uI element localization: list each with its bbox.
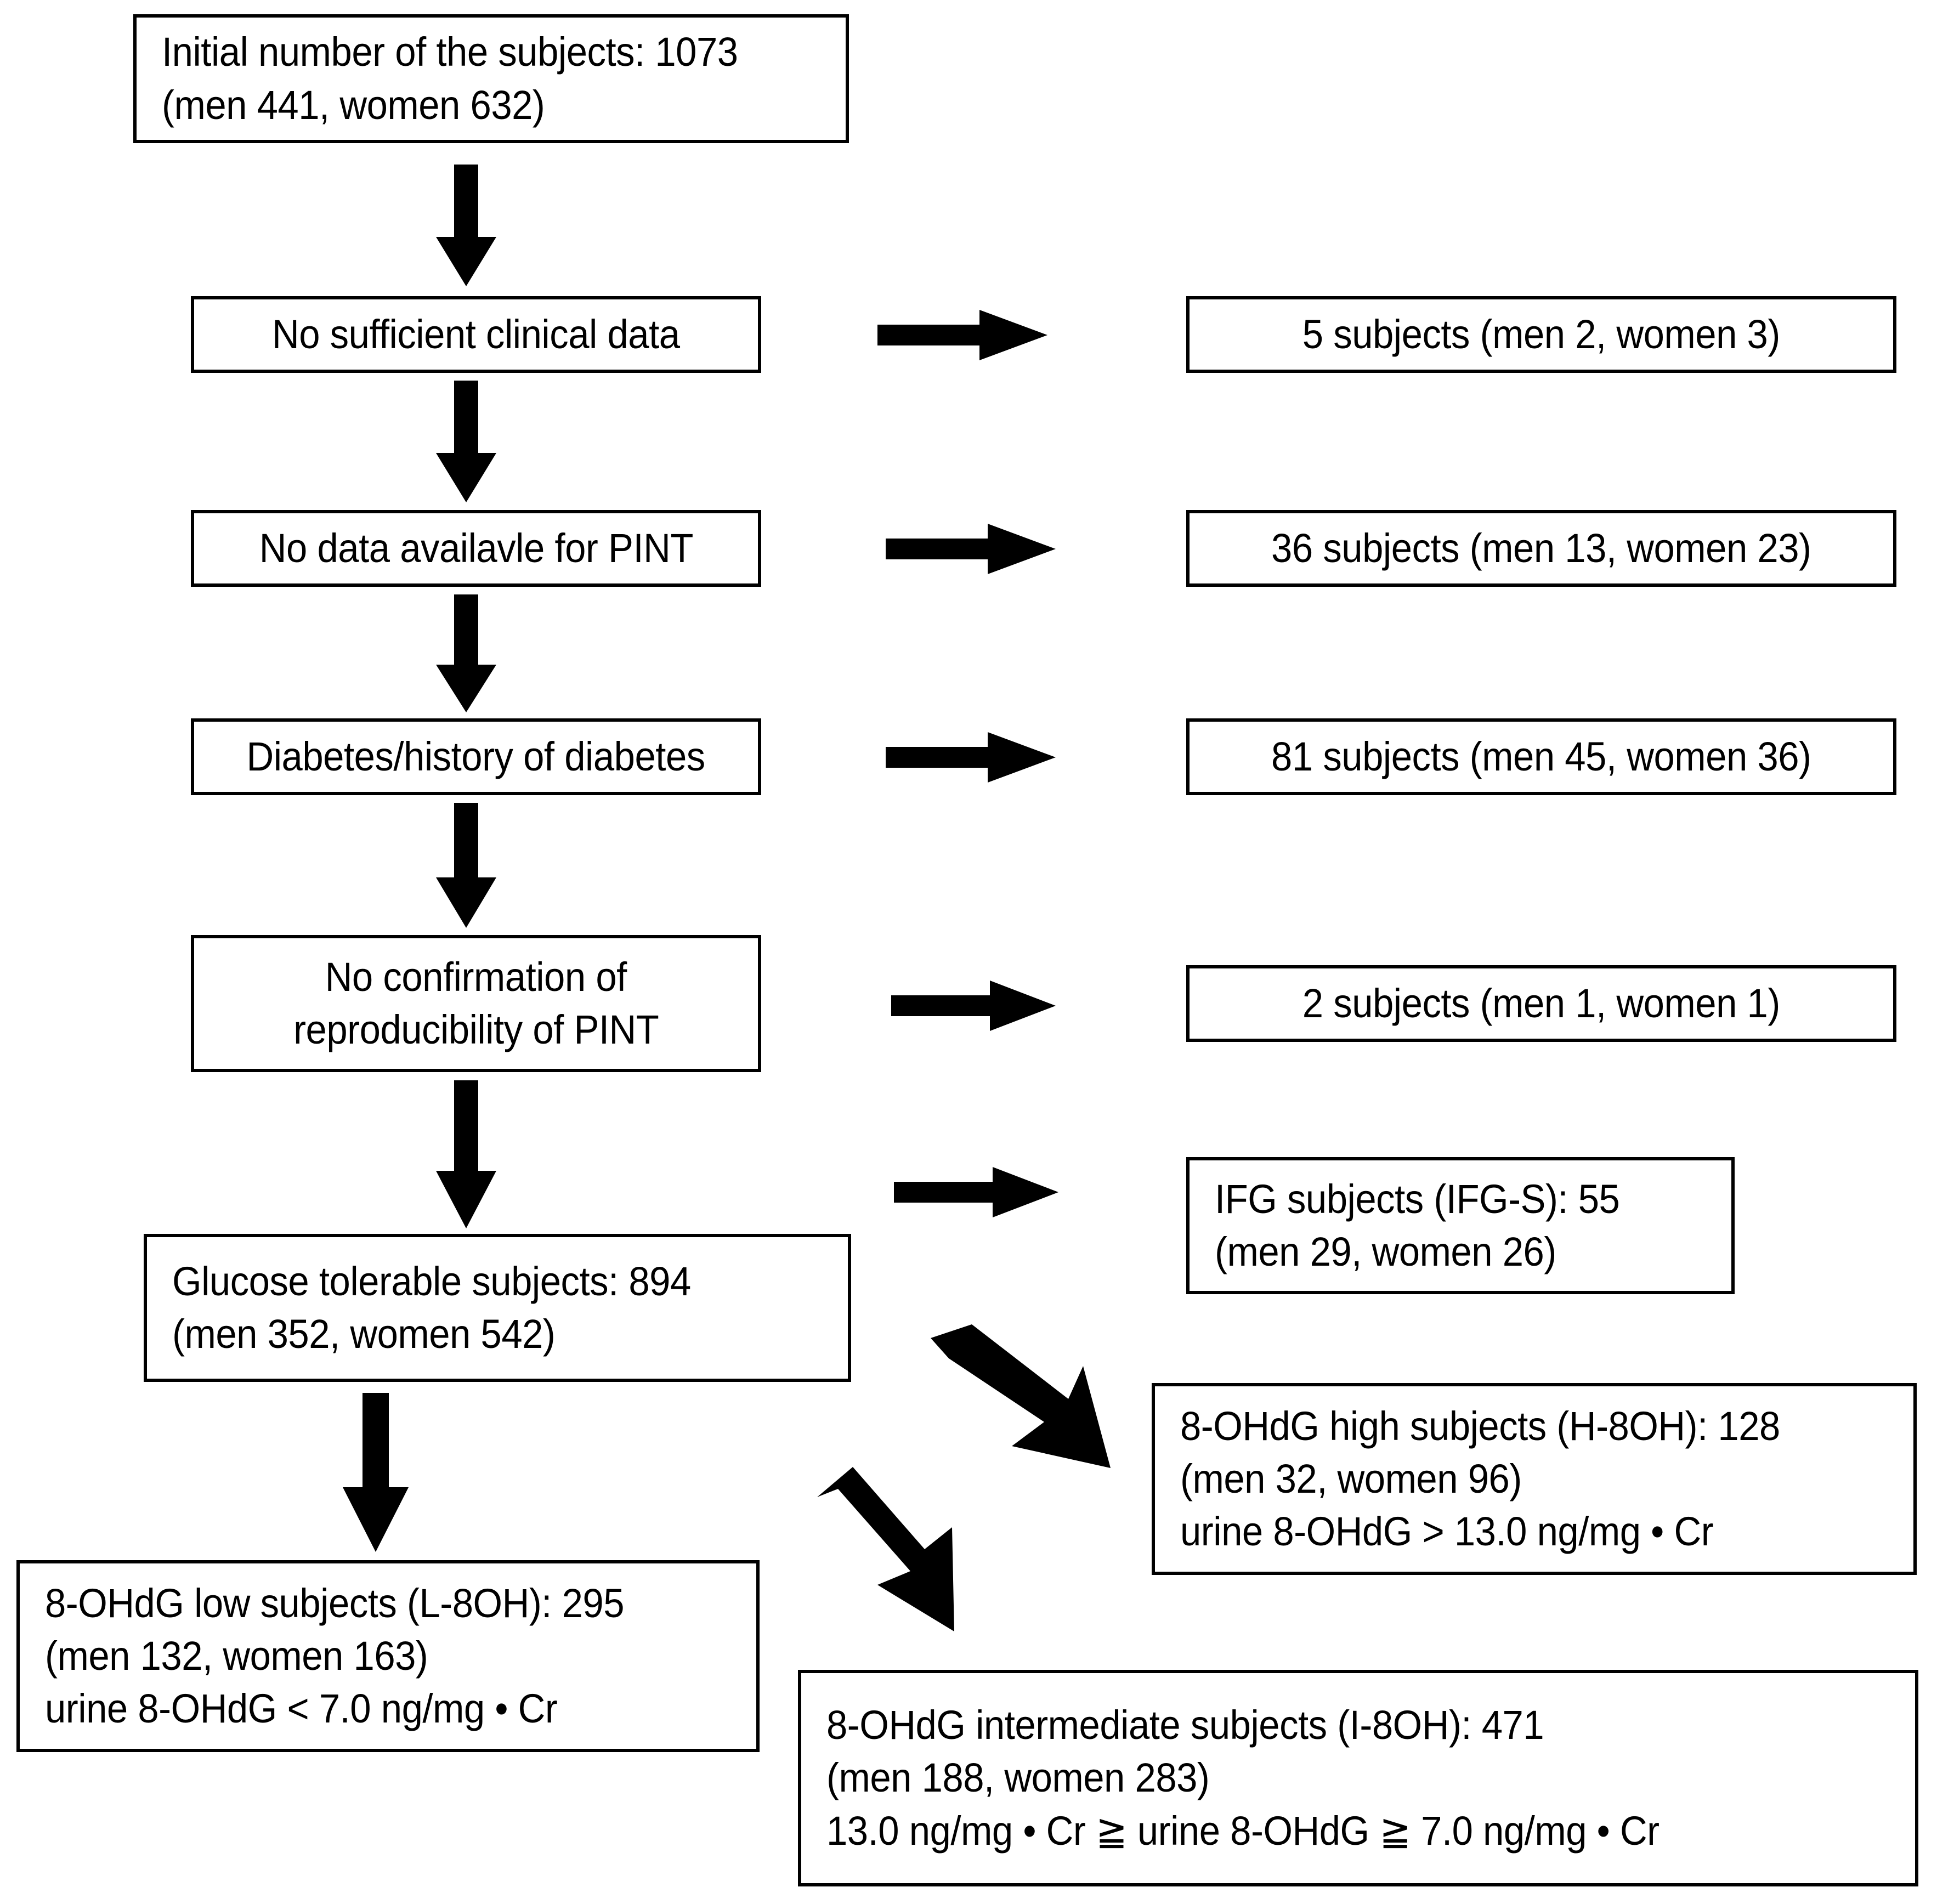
node-ohdg-high: 8-OHdG high subjects (H-8OH): 128 (men 3… — [1152, 1383, 1917, 1575]
node-exclusion-diabetes: Diabetes/history of diabetes — [191, 718, 761, 795]
arrow-glucose-to-ohdg-high — [927, 1324, 1163, 1489]
arrow-glucose-to-ifg — [894, 1167, 1058, 1217]
node-exclusion-no-reproducibility-line2: reproducibility of PINT — [293, 1007, 659, 1052]
node-exclusion-no-pint-data-line1: No data availavle for PINT — [259, 525, 693, 571]
node-ohdg-low: 8-OHdG low subjects (L-8OH): 295 (men 13… — [16, 1560, 760, 1752]
node-ohdg-low-line2: (men 132, women 163) — [45, 1633, 428, 1679]
node-ohdg-intermediate-line3: 13.0 ng/mg • Cr ≧ urine 8-OHdG ≧ 7.0 ng/… — [826, 1807, 1660, 1854]
arrow-exclusion-1-to-exclusion-2 — [436, 381, 496, 502]
node-exclusion-no-clinical-data: No sufficient clinical data — [191, 296, 761, 373]
node-excluded-diabetes: 81 subjects (men 45, women 36) — [1186, 718, 1896, 795]
node-ohdg-high-line3: urine 8-OHdG > 13.0 ng/mg • Cr — [1180, 1509, 1714, 1555]
node-ifg-subjects: IFG subjects (IFG-S): 55 (men 29, women … — [1186, 1157, 1735, 1294]
arrow-exclusion-3-to-exclusion-4 — [436, 803, 496, 928]
arrow-exclusion-1-to-excluded-1 — [877, 310, 1047, 360]
node-initial-subjects-line2: (men 441, women 632) — [162, 82, 545, 128]
node-exclusion-no-clinical-data-line1: No sufficient clinical data — [272, 311, 680, 357]
node-exclusion-no-reproducibility: No confirmation of reproducibility of PI… — [191, 935, 761, 1072]
node-exclusion-no-reproducibility-line1: No confirmation of — [325, 954, 627, 1000]
node-initial-subjects: Initial number of the subjects: 1073 (me… — [133, 14, 849, 143]
node-ohdg-intermediate: 8-OHdG intermediate subjects (I-8OH): 47… — [798, 1670, 1918, 1886]
arrow-exclusion-3-to-excluded-3 — [886, 732, 1056, 783]
node-excluded-diabetes-line1: 81 subjects (men 45, women 36) — [1271, 733, 1811, 779]
node-excluded-no-pint-data-line1: 36 subjects (men 13, women 23) — [1271, 525, 1811, 571]
node-glucose-tolerable-line1: Glucose tolerable subjects: 894 — [172, 1258, 691, 1304]
node-exclusion-no-pint-data: No data availavle for PINT — [191, 510, 761, 587]
node-glucose-tolerable-line2: (men 352, women 542) — [172, 1311, 556, 1357]
node-excluded-no-clinical-data: 5 subjects (men 2, women 3) — [1186, 296, 1896, 373]
node-ohdg-low-line1: 8-OHdG low subjects (L-8OH): 295 — [45, 1580, 625, 1626]
node-ohdg-high-line1: 8-OHdG high subjects (H-8OH): 128 — [1180, 1403, 1780, 1449]
node-ifg-subjects-line2: (men 29, women 26) — [1215, 1229, 1556, 1274]
arrow-exclusion-4-to-glucose-tolerable — [436, 1080, 496, 1228]
arrow-glucose-to-ohdg-intermediate — [817, 1467, 1026, 1653]
node-exclusion-diabetes-line1: Diabetes/history of diabetes — [246, 733, 706, 779]
arrow-exclusion-2-to-exclusion-3 — [436, 594, 496, 712]
node-ohdg-low-line3: urine 8-OHdG < 7.0 ng/mg • Cr — [45, 1686, 558, 1732]
node-ohdg-high-line2: (men 32, women 96) — [1180, 1455, 1522, 1501]
node-ifg-subjects-line1: IFG subjects (IFG-S): 55 — [1215, 1176, 1620, 1222]
node-ohdg-intermediate-line2: (men 188, women 283) — [826, 1755, 1210, 1801]
arrow-exclusion-4-to-excluded-4 — [891, 981, 1056, 1031]
arrow-glucose-to-ohdg-low — [343, 1393, 409, 1552]
node-excluded-no-clinical-data-line1: 5 subjects (men 2, women 3) — [1302, 311, 1781, 357]
arrow-initial-to-exclusion-1 — [436, 165, 496, 286]
node-excluded-no-pint-data: 36 subjects (men 13, women 23) — [1186, 510, 1896, 587]
node-excluded-no-reproducibility: 2 subjects (men 1, women 1) — [1186, 965, 1896, 1042]
arrow-exclusion-2-to-excluded-2 — [886, 524, 1056, 574]
node-glucose-tolerable: Glucose tolerable subjects: 894 (men 352… — [144, 1234, 851, 1382]
node-excluded-no-reproducibility-line1: 2 subjects (men 1, women 1) — [1302, 980, 1781, 1026]
node-ohdg-intermediate-line1: 8-OHdG intermediate subjects (I-8OH): 47… — [826, 1702, 1544, 1748]
node-initial-subjects-line1: Initial number of the subjects: 1073 — [162, 29, 738, 75]
